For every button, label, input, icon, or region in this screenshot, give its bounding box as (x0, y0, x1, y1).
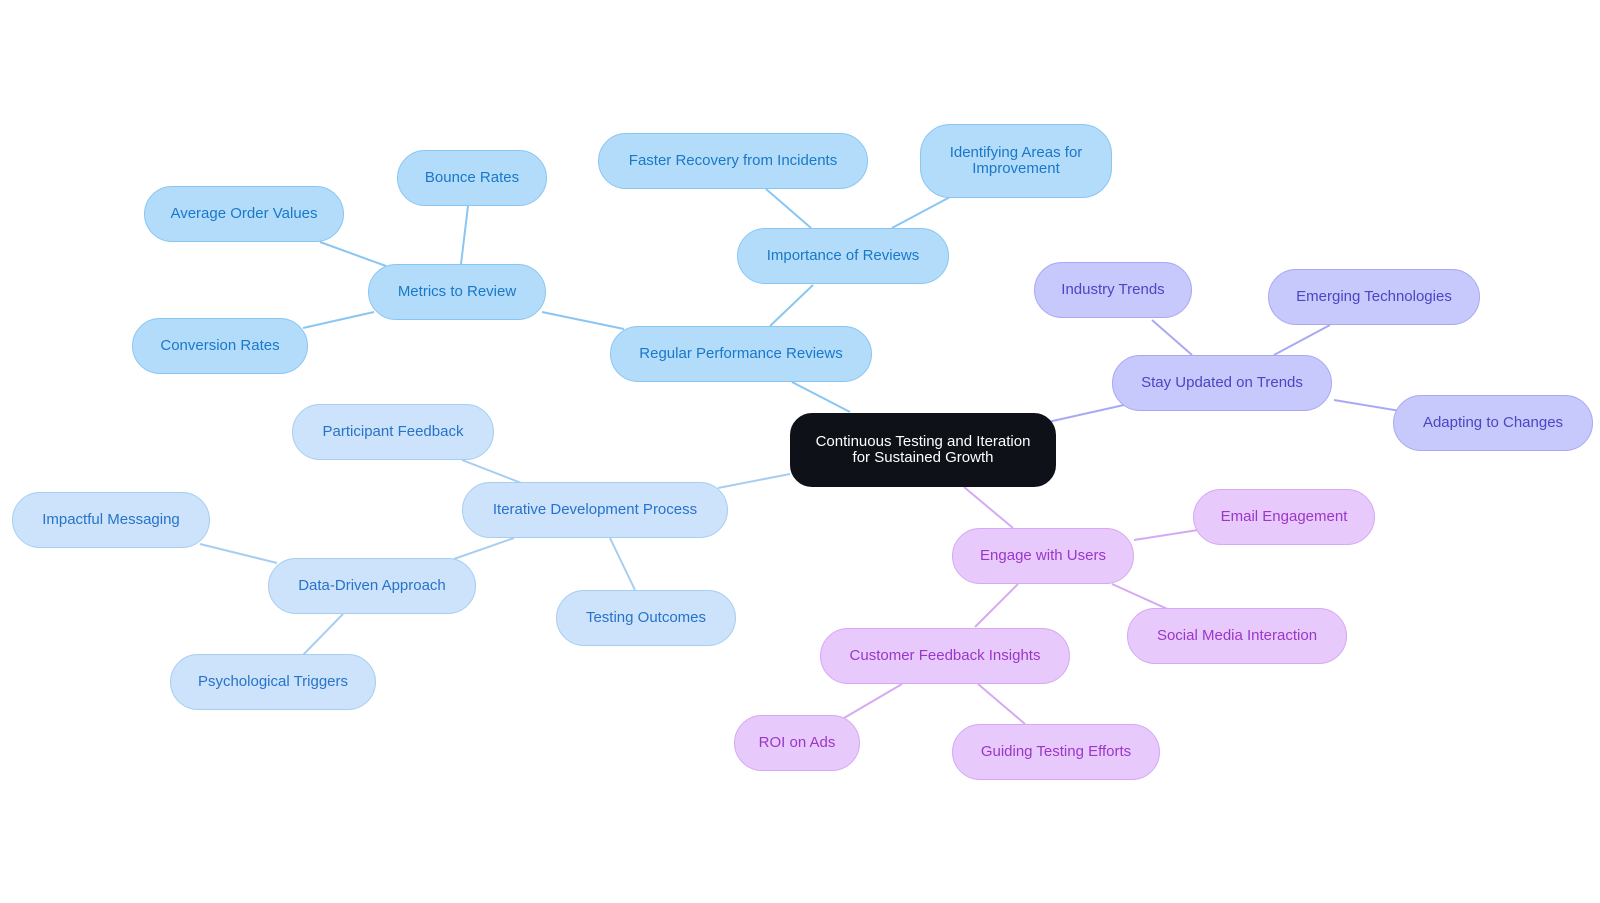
node-industry-trends[interactable]: Industry Trends (1034, 262, 1192, 318)
edge-data-driven-impactful (199, 543, 278, 564)
node-psychological-triggers[interactable]: Psychological Triggers (170, 654, 376, 710)
edge-trends-emerging (1273, 324, 1331, 356)
node-faster-recovery[interactable]: Faster Recovery from Incidents (598, 133, 868, 189)
node-bounce-rates[interactable]: Bounce Rates (397, 150, 547, 206)
edge-feedback-insights-roi (843, 683, 903, 719)
node-metrics-to-review[interactable]: Metrics to Review (368, 264, 546, 320)
node-stay-updated-on-trends[interactable]: Stay Updated on Trends (1112, 355, 1332, 411)
node-identifying-areas[interactable]: Identifying Areas for Improvement (920, 124, 1112, 198)
edge-metrics-aov (319, 241, 387, 267)
node-conversion-rates[interactable]: Conversion Rates (132, 318, 308, 374)
node-regular-performance-reviews[interactable]: Regular Performance Reviews (610, 326, 872, 382)
node-adapting-to-changes[interactable]: Adapting to Changes (1393, 395, 1593, 451)
node-emerging-technologies[interactable]: Emerging Technologies (1268, 269, 1480, 325)
node-roi-on-ads[interactable]: ROI on Ads (734, 715, 860, 771)
edge-trends-adapting (1333, 399, 1401, 412)
edge-iterative-participant (461, 459, 525, 485)
edge-iterative-data-driven (453, 537, 515, 560)
edge-root-engage (963, 486, 1014, 529)
edge-engage-feedback-insights (974, 583, 1019, 628)
edge-metrics-bounce (460, 205, 469, 265)
edge-importance-identifying (891, 196, 951, 229)
edge-engage-social (1111, 583, 1175, 613)
edge-engage-email (1133, 529, 1199, 541)
node-importance-of-reviews[interactable]: Importance of Reviews (737, 228, 949, 284)
edge-importance-faster (765, 188, 812, 229)
edge-regular-reviews-importance (769, 284, 814, 327)
node-iterative-development-process[interactable]: Iterative Development Process (462, 482, 728, 538)
node-testing-outcomes[interactable]: Testing Outcomes (556, 590, 736, 646)
node-social-media-interaction[interactable]: Social Media Interaction (1127, 608, 1347, 664)
edge-root-iterative (717, 473, 791, 489)
edge-data-driven-psychological (302, 613, 344, 656)
node-impactful-messaging[interactable]: Impactful Messaging (12, 492, 210, 548)
node-average-order-values[interactable]: Average Order Values (144, 186, 344, 242)
node-email-engagement[interactable]: Email Engagement (1193, 489, 1375, 545)
edge-root-trends (1047, 404, 1125, 423)
node-engage-with-users[interactable]: Engage with Users (952, 528, 1134, 584)
edge-iterative-testing-outcomes (609, 537, 636, 591)
edge-regular-reviews-metrics (541, 311, 625, 330)
edge-root-regular-reviews (791, 381, 851, 413)
node-customer-feedback-insights[interactable]: Customer Feedback Insights (820, 628, 1070, 684)
edge-trends-industry (1151, 319, 1193, 356)
edge-metrics-conversion (302, 311, 375, 329)
root-node[interactable]: Continuous Testing and Iteration for Sus… (790, 413, 1056, 487)
node-guiding-testing-efforts[interactable]: Guiding Testing Efforts (952, 724, 1160, 780)
node-participant-feedback[interactable]: Participant Feedback (292, 404, 494, 460)
edge-feedback-insights-guiding (977, 683, 1026, 725)
node-data-driven-approach[interactable]: Data-Driven Approach (268, 558, 476, 614)
